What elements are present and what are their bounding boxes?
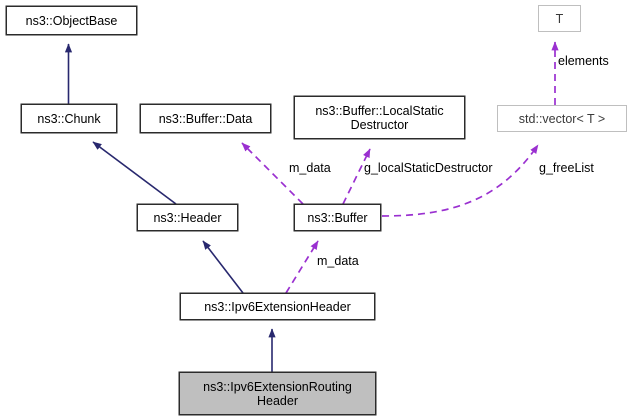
class-node-std-vector[interactable]: std::vector< T > — [497, 105, 627, 132]
edge-label-m-data-top: m_data — [289, 161, 331, 175]
edge-ipv6exthdr-to-buffer — [285, 240, 319, 294]
edge-buffer-to-localstatic — [342, 148, 371, 205]
class-node-template-parameter-t[interactable]: T — [538, 5, 581, 32]
class-node-ns3-buffer-data[interactable]: ns3::Buffer::Data — [140, 104, 271, 133]
edge-label-g-freelist: g_freeList — [539, 161, 594, 175]
class-node-label: ns3::ObjectBase — [25, 13, 118, 28]
edge-header-to-chunk — [92, 141, 177, 205]
edge-ipv6exthdr-to-header — [202, 240, 244, 294]
edge-label-m-data-bottom: m_data — [317, 254, 359, 268]
class-node-label: ns3::Buffer::Data — [158, 111, 253, 126]
edge-label-g-localstaticdestructor: g_localStaticDestructor — [364, 161, 493, 175]
edge-buffer-to-stdvector — [381, 144, 539, 217]
class-node-label: std::vector< T > — [518, 111, 606, 126]
class-node-label: ns3::Header — [153, 210, 222, 225]
class-node-ns3-buffer[interactable]: ns3::Buffer — [294, 204, 381, 231]
class-node-ns3-ipv6extensionheader[interactable]: ns3::Ipv6ExtensionHeader — [180, 293, 375, 320]
class-node-label: T — [555, 11, 564, 26]
class-node-ns3-header[interactable]: ns3::Header — [137, 204, 238, 231]
class-node-label: ns3::Ipv6ExtensionRouting Header — [203, 379, 352, 408]
class-node-ns3-chunk[interactable]: ns3::Chunk — [21, 104, 117, 133]
class-node-ns3-buffer-localstaticdestructor[interactable]: ns3::Buffer::LocalStatic Destructor — [294, 96, 465, 139]
class-node-ns3-objectbase[interactable]: ns3::ObjectBase — [6, 6, 137, 35]
class-node-ns3-ipv6extensionroutingheader[interactable]: ns3::Ipv6ExtensionRouting Header — [179, 372, 376, 415]
class-node-label: ns3::Chunk — [37, 111, 101, 126]
class-node-label: ns3::Buffer — [307, 210, 368, 225]
edge-label-elements: elements — [558, 54, 609, 68]
class-node-label: ns3::Ipv6ExtensionHeader — [204, 299, 351, 314]
class-node-label: ns3::Buffer::LocalStatic Destructor — [315, 103, 444, 132]
